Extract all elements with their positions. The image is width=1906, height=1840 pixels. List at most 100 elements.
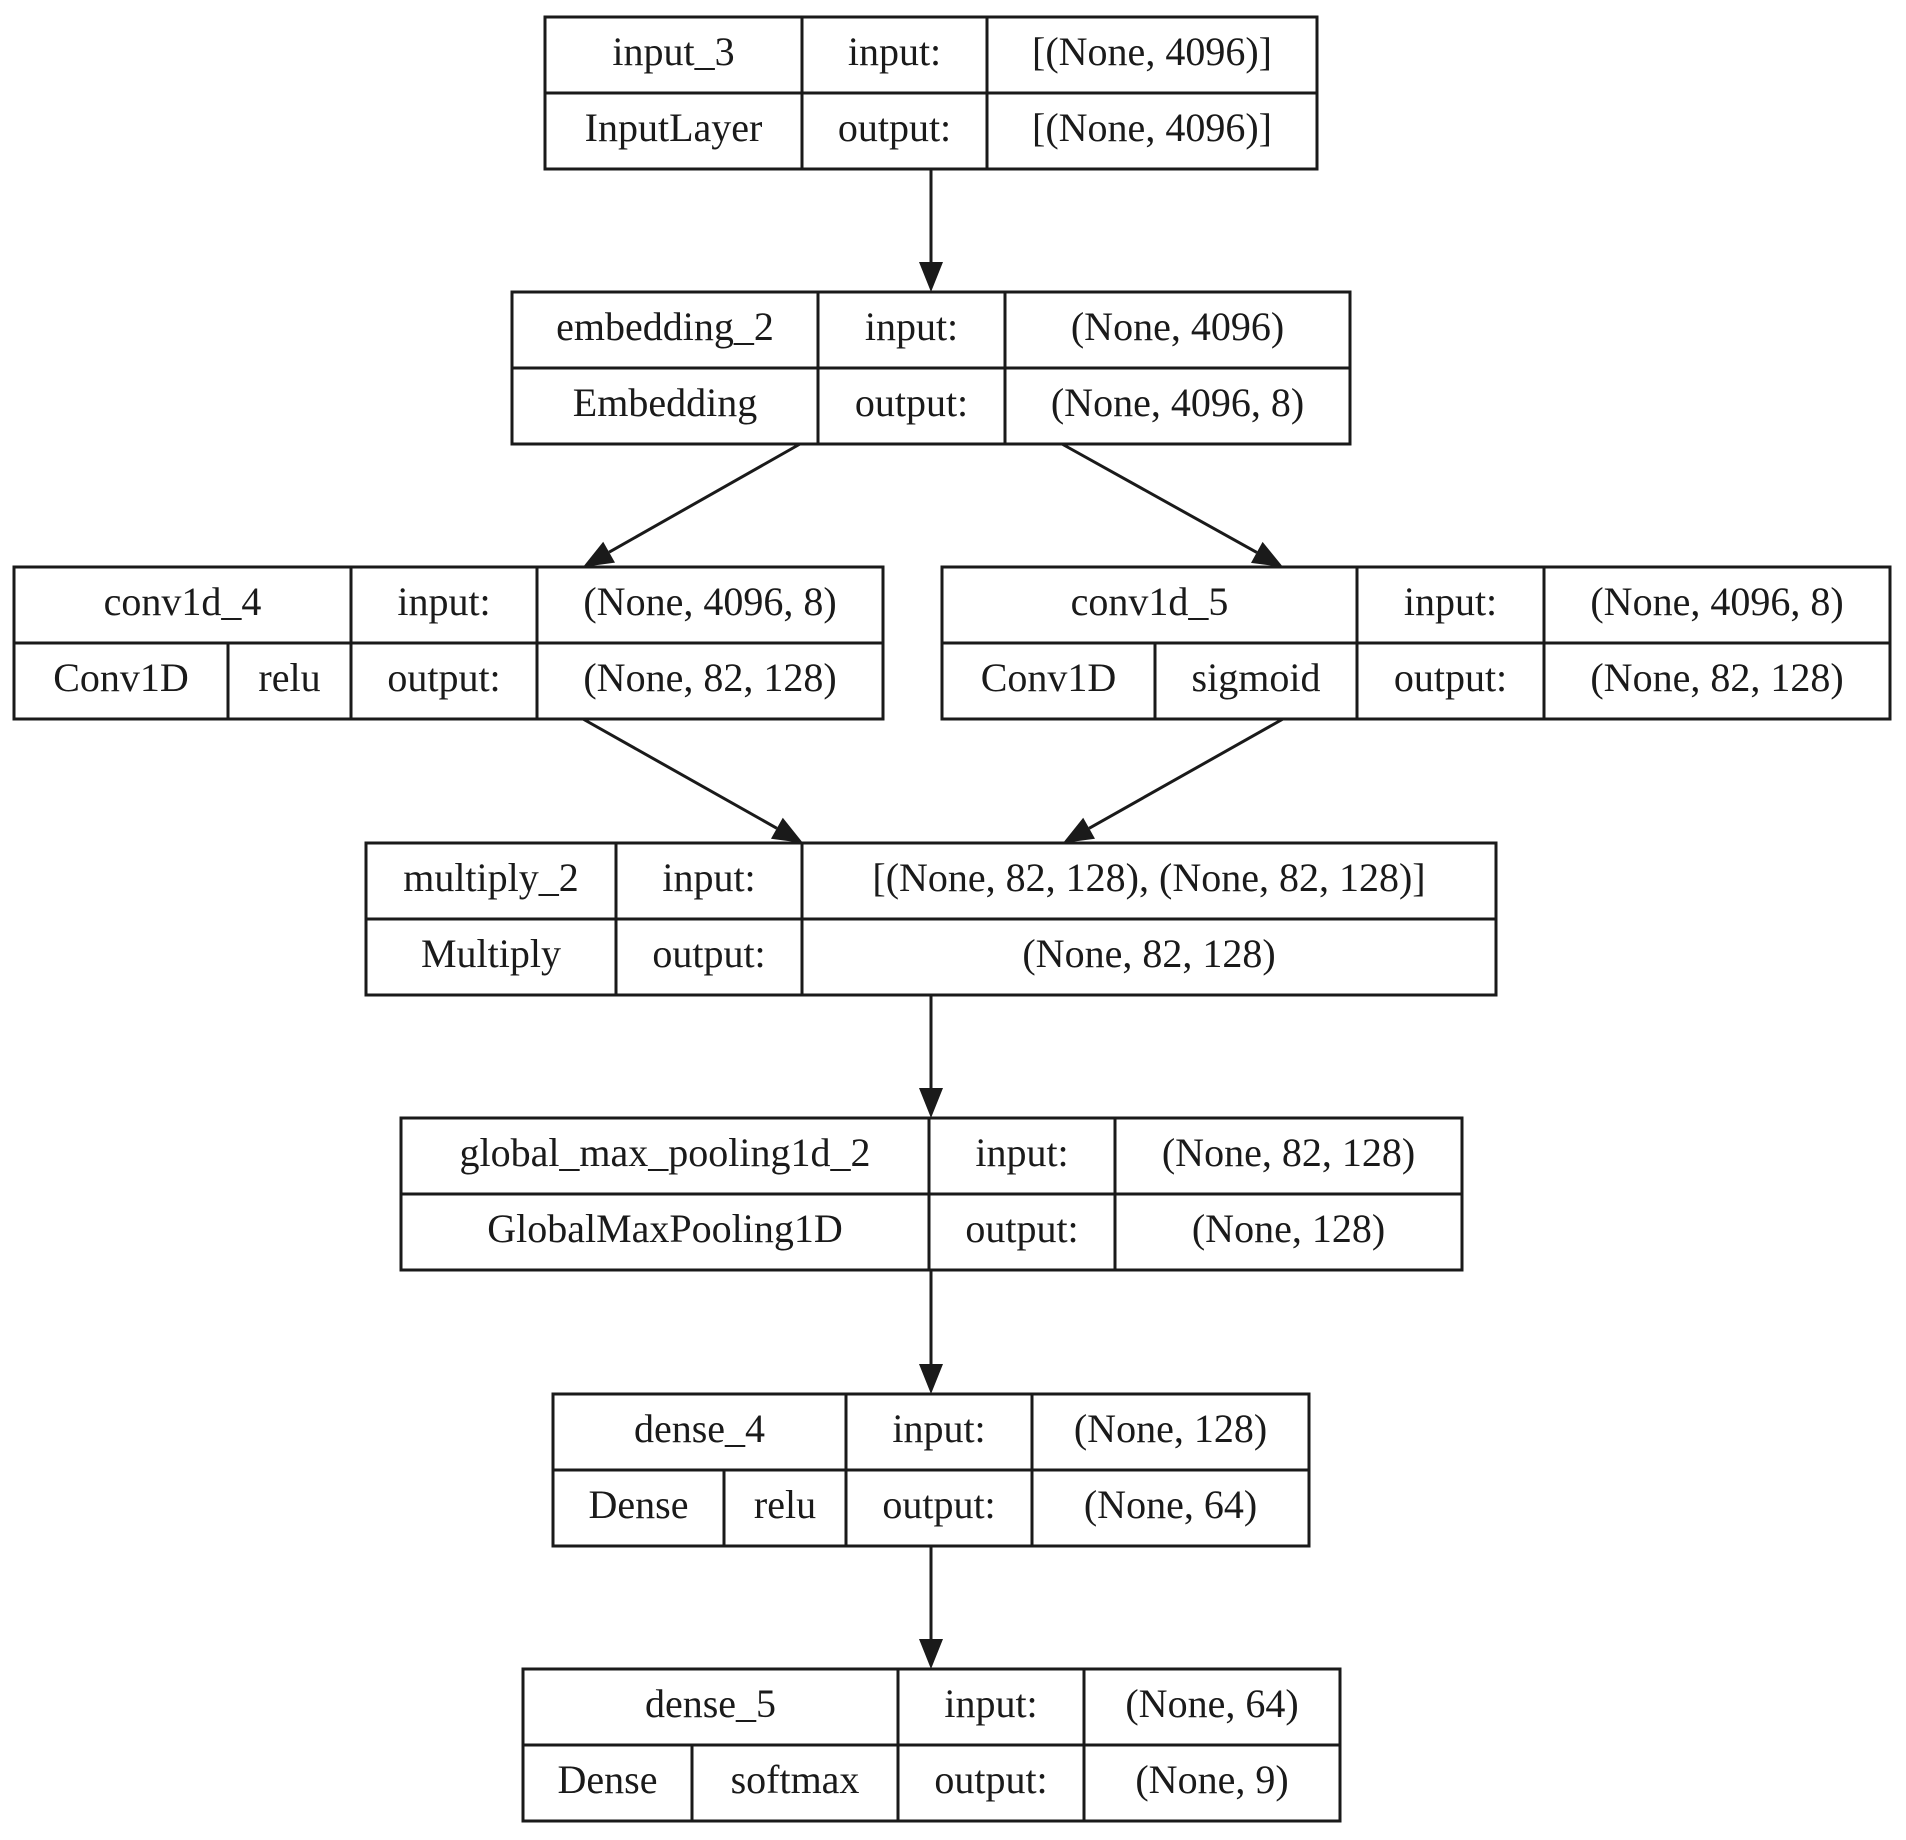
edge-embedding_2-to-conv1d_4 — [583, 442, 801, 567]
input-label: input: — [662, 855, 755, 900]
output-shape: [(None, 4096)] — [1032, 105, 1272, 150]
layer-name: global_max_pooling1d_2 — [459, 1130, 870, 1175]
output-label-cell — [896, 1743, 1086, 1823]
layer-type: Dense — [589, 1482, 689, 1527]
output-label: output: — [387, 655, 500, 700]
edge-dense_4-to-dense_5 — [919, 1546, 943, 1669]
layer-activation: relu — [258, 655, 320, 700]
arrowhead-icon — [771, 817, 803, 843]
layer-type-cell — [551, 1468, 726, 1548]
layer-name: multiply_2 — [403, 855, 579, 900]
edges-layer — [582, 169, 1284, 1669]
layer-node-global_max_pooling1d_2: global_max_pooling1d_2GlobalMaxPooling1D… — [399, 1116, 1464, 1272]
arrowhead-icon — [583, 541, 615, 567]
edge-embedding_2-to-conv1d_5 — [1061, 442, 1283, 567]
output-label-cell — [816, 366, 1007, 446]
input-label-cell — [927, 1116, 1117, 1196]
input-shape-cell — [1542, 565, 1892, 645]
input-shape-cell — [985, 15, 1319, 95]
output-label-cell — [927, 1192, 1117, 1272]
output-shape-cell — [1113, 1192, 1464, 1272]
input-label: input: — [865, 304, 958, 349]
input-shape: [(None, 4096)] — [1032, 29, 1272, 74]
output-label: output: — [934, 1757, 1047, 1802]
output-shape-cell — [1003, 366, 1352, 446]
layer-name: dense_4 — [634, 1406, 765, 1451]
edge-conv1d_4-to-multiply_2 — [582, 717, 803, 843]
input-label: input: — [944, 1681, 1037, 1726]
layer-activation: softmax — [731, 1757, 860, 1802]
output-shape: (None, 82, 128) — [1022, 931, 1275, 976]
output-shape: (None, 82, 128) — [583, 655, 836, 700]
layer-type-cell — [510, 366, 820, 446]
layer-type: Dense — [558, 1757, 658, 1802]
layer-type: GlobalMaxPooling1D — [487, 1206, 843, 1251]
input-label: input: — [892, 1406, 985, 1451]
output-label: output: — [965, 1206, 1078, 1251]
layer-type-cell — [521, 1743, 694, 1823]
arrowhead-icon — [919, 1088, 943, 1118]
layer-type: Multiply — [421, 931, 561, 976]
output-label: output: — [855, 380, 968, 425]
input-label-cell — [816, 290, 1007, 370]
layer-name-cell — [364, 841, 618, 921]
layer-type-cell — [12, 641, 230, 721]
input-label: input: — [975, 1130, 1068, 1175]
layer-activation: relu — [754, 1482, 816, 1527]
input-shape-cell — [535, 565, 885, 645]
layer-activation-cell — [690, 1743, 900, 1823]
input-label: input: — [397, 579, 490, 624]
output-shape-cell — [535, 641, 885, 721]
edge-global_max_pooling1d_2-to-dense_4 — [919, 1270, 943, 1394]
input-shape: (None, 4096, 8) — [583, 579, 836, 624]
output-label: output: — [652, 931, 765, 976]
output-shape-cell — [1030, 1468, 1311, 1548]
arrowhead-icon — [919, 1364, 943, 1394]
output-label-cell — [844, 1468, 1034, 1548]
output-shape: (None, 4096, 8) — [1051, 380, 1304, 425]
output-shape: (None, 9) — [1135, 1757, 1288, 1802]
input-shape: (None, 128) — [1074, 1406, 1267, 1451]
output-label: output: — [1394, 655, 1507, 700]
edge-multiply_2-to-global_max_pooling1d_2 — [919, 995, 943, 1118]
output-label-cell — [614, 917, 804, 997]
layer-name-cell — [940, 565, 1359, 645]
input-shape-cell — [1030, 1392, 1311, 1472]
output-shape: (None, 128) — [1192, 1206, 1385, 1251]
input-label-cell — [844, 1392, 1034, 1472]
output-shape: (None, 82, 128) — [1590, 655, 1843, 700]
input-label: input: — [848, 29, 941, 74]
input-shape: (None, 64) — [1125, 1681, 1298, 1726]
layer-type-cell — [940, 641, 1157, 721]
layer-type: Embedding — [573, 380, 757, 425]
layer-type: Conv1D — [981, 655, 1117, 700]
arrowhead-icon — [919, 1639, 943, 1669]
input-label-cell — [1355, 565, 1546, 645]
edge-line — [1088, 717, 1284, 830]
input-label-cell — [349, 565, 539, 645]
input-shape-cell — [1082, 1667, 1342, 1747]
input-shape-cell — [1113, 1116, 1464, 1196]
layer-name: embedding_2 — [556, 304, 774, 349]
output-shape-cell — [985, 91, 1319, 171]
input-shape: (None, 82, 128) — [1162, 1130, 1415, 1175]
input-shape: (None, 4096) — [1071, 304, 1284, 349]
input-shape-cell — [1003, 290, 1352, 370]
input-label: input: — [1404, 579, 1497, 624]
layer-activation-cell — [1153, 641, 1359, 721]
layer-type-cell — [543, 91, 804, 171]
layer-name: conv1d_5 — [1071, 579, 1229, 624]
arrowhead-icon — [919, 262, 943, 292]
output-shape-cell — [1082, 1743, 1342, 1823]
layer-type-cell — [399, 1192, 931, 1272]
layer-name-cell — [510, 290, 820, 370]
output-label: output: — [882, 1482, 995, 1527]
edge-input_3-to-embedding_2 — [919, 169, 943, 292]
